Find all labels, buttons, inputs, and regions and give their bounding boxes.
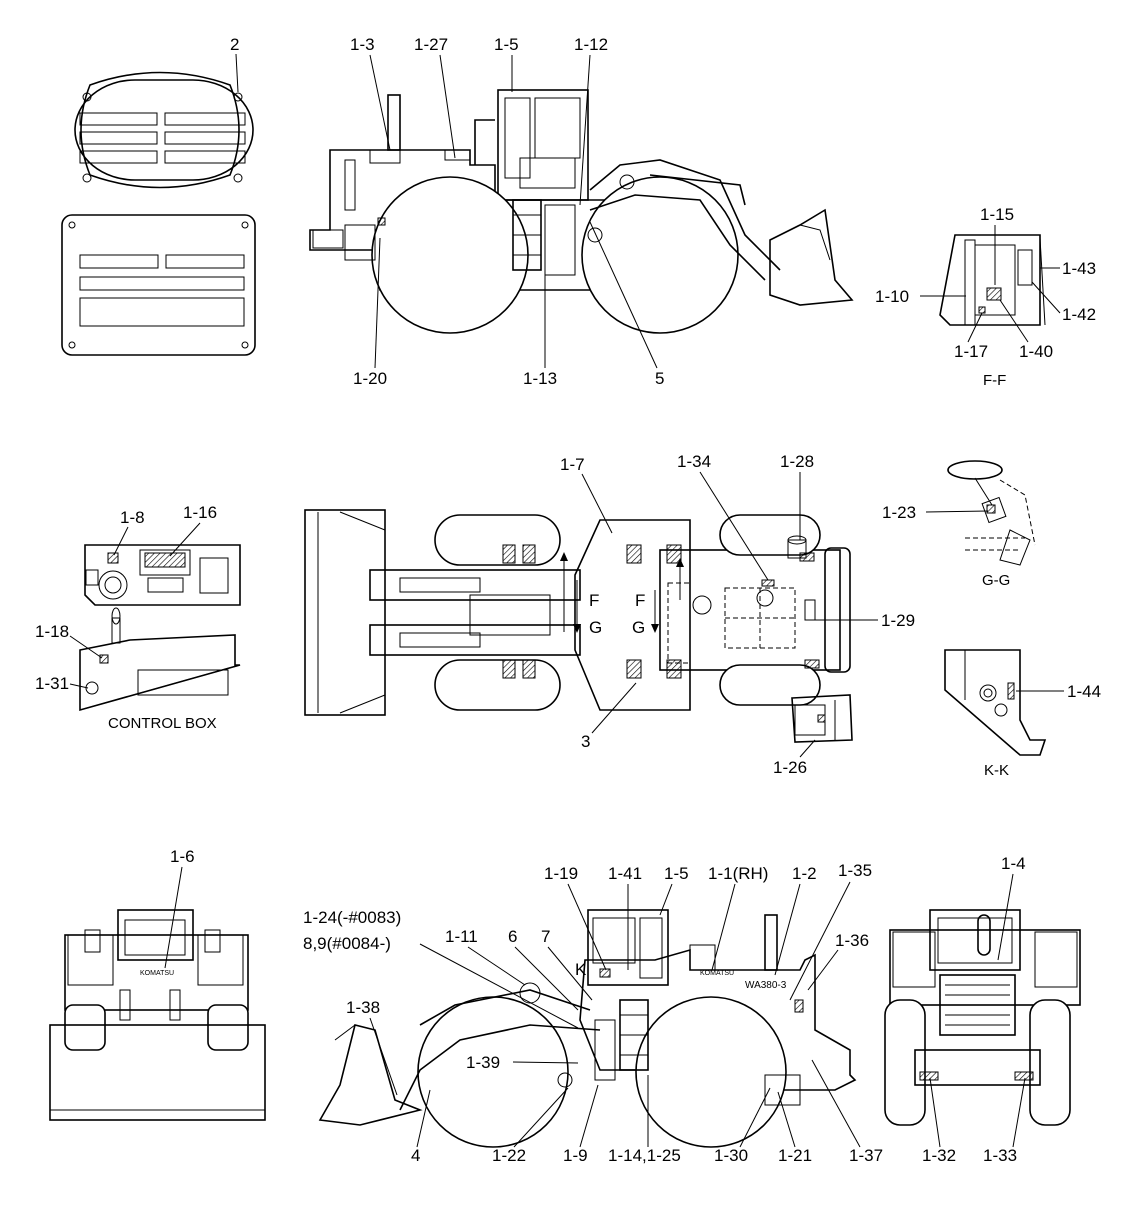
callout-1-31: 1-31 — [35, 674, 69, 693]
callout-1-21: 1-21 — [778, 1146, 812, 1165]
callout-1-9: 1-9 — [563, 1146, 588, 1165]
plate-rect — [61, 214, 256, 356]
label-f-f: F-F — [983, 372, 1006, 389]
callout-4: 4 — [411, 1146, 420, 1165]
front-decal-brand: KOMATSU — [140, 970, 174, 977]
callout-1-40: 1-40 — [1019, 342, 1053, 361]
callout-1-12: 1-12 — [574, 35, 608, 54]
section-k-k — [944, 649, 1047, 756]
callout-1-38: 1-38 — [346, 998, 380, 1017]
view-mark-k: K — [575, 960, 587, 979]
callout-1-5b: 1-5 — [664, 864, 689, 883]
callout-1-2: 1-2 — [792, 864, 817, 883]
callout-1-22: 1-22 — [492, 1146, 526, 1165]
side-decal-model: WA380-3 — [745, 980, 787, 991]
section-f-f — [939, 234, 1046, 326]
label-k-k: K-K — [984, 762, 1009, 779]
callout-1-4: 1-4 — [1001, 854, 1026, 873]
loader-side-view-left — [309, 89, 854, 334]
callout-1-43: 1-43 — [1062, 259, 1096, 278]
callout-3: 3 — [581, 732, 590, 751]
callout-1-42: 1-42 — [1062, 305, 1096, 324]
callout-1-26: 1-26 — [773, 758, 807, 777]
callout-1-1-rh: 1-1(RH) — [708, 864, 768, 883]
callout-1-17: 1-17 — [954, 342, 988, 361]
callout-1-28: 1-28 — [780, 452, 814, 471]
label-g-g: G-G — [982, 572, 1010, 589]
callout-1-10: 1-10 — [875, 287, 909, 306]
view-mark-f-2: F — [635, 591, 645, 610]
callout-5: 5 — [655, 369, 664, 388]
callout-1-30: 1-30 — [714, 1146, 748, 1165]
callout-1-37: 1-37 — [849, 1146, 883, 1165]
callout-1-44: 1-44 — [1067, 682, 1101, 701]
callout-8-9: 8,9(#0084-) — [303, 934, 391, 953]
callout-1-32: 1-32 — [922, 1146, 956, 1165]
callout-1-33: 1-33 — [983, 1146, 1017, 1165]
loader-rear-view — [884, 909, 1081, 1126]
callout-1-41: 1-41 — [608, 864, 642, 883]
callout-1-7: 1-7 — [560, 455, 585, 474]
loader-side-view-right: KOMATSU WA380-3 — [318, 909, 857, 1148]
callout-1-20: 1-20 — [353, 369, 387, 388]
callout-1-23: 1-23 — [882, 503, 916, 522]
callout-1-18: 1-18 — [35, 622, 69, 641]
loader-front-view: KOMATSU — [49, 909, 266, 1121]
callout-1-16: 1-16 — [183, 503, 217, 522]
callout-7: 7 — [541, 927, 550, 946]
callout-1-39: 1-39 — [466, 1053, 500, 1072]
side-decal-brand: KOMATSU — [700, 970, 734, 977]
callout-1-19: 1-19 — [544, 864, 578, 883]
callout-1-13: 1-13 — [523, 369, 557, 388]
callout-1-36: 1-36 — [835, 931, 869, 950]
callout-1-15: 1-15 — [980, 205, 1014, 224]
view-mark-g-2: G — [632, 618, 645, 637]
callout-1-14-1-25: 1-14,1-25 — [608, 1146, 681, 1165]
callout-1-29: 1-29 — [881, 611, 915, 630]
callout-1-5: 1-5 — [494, 35, 519, 54]
callout-6: 6 — [508, 927, 517, 946]
callout-1-34: 1-34 — [677, 452, 711, 471]
view-mark-f-1: F — [589, 591, 599, 610]
callout-1-24: 1-24(-#0083) — [303, 908, 401, 927]
callout-1-27: 1-27 — [414, 35, 448, 54]
detail-1-26 — [791, 694, 853, 743]
view-mark-g-1: G — [589, 618, 602, 637]
control-box — [79, 544, 241, 712]
plate-oval — [74, 71, 254, 189]
loader-top-view — [304, 509, 851, 716]
callout-1-8: 1-8 — [120, 508, 145, 527]
section-g-g — [947, 460, 1036, 566]
callout-1-35: 1-35 — [838, 861, 872, 880]
label-control-box: CONTROL BOX — [108, 715, 217, 732]
callout-1-11: 1-11 — [445, 927, 478, 946]
callout-1-6: 1-6 — [170, 847, 195, 866]
callout-1-3: 1-3 — [350, 35, 375, 54]
callout-2: 2 — [230, 35, 239, 54]
